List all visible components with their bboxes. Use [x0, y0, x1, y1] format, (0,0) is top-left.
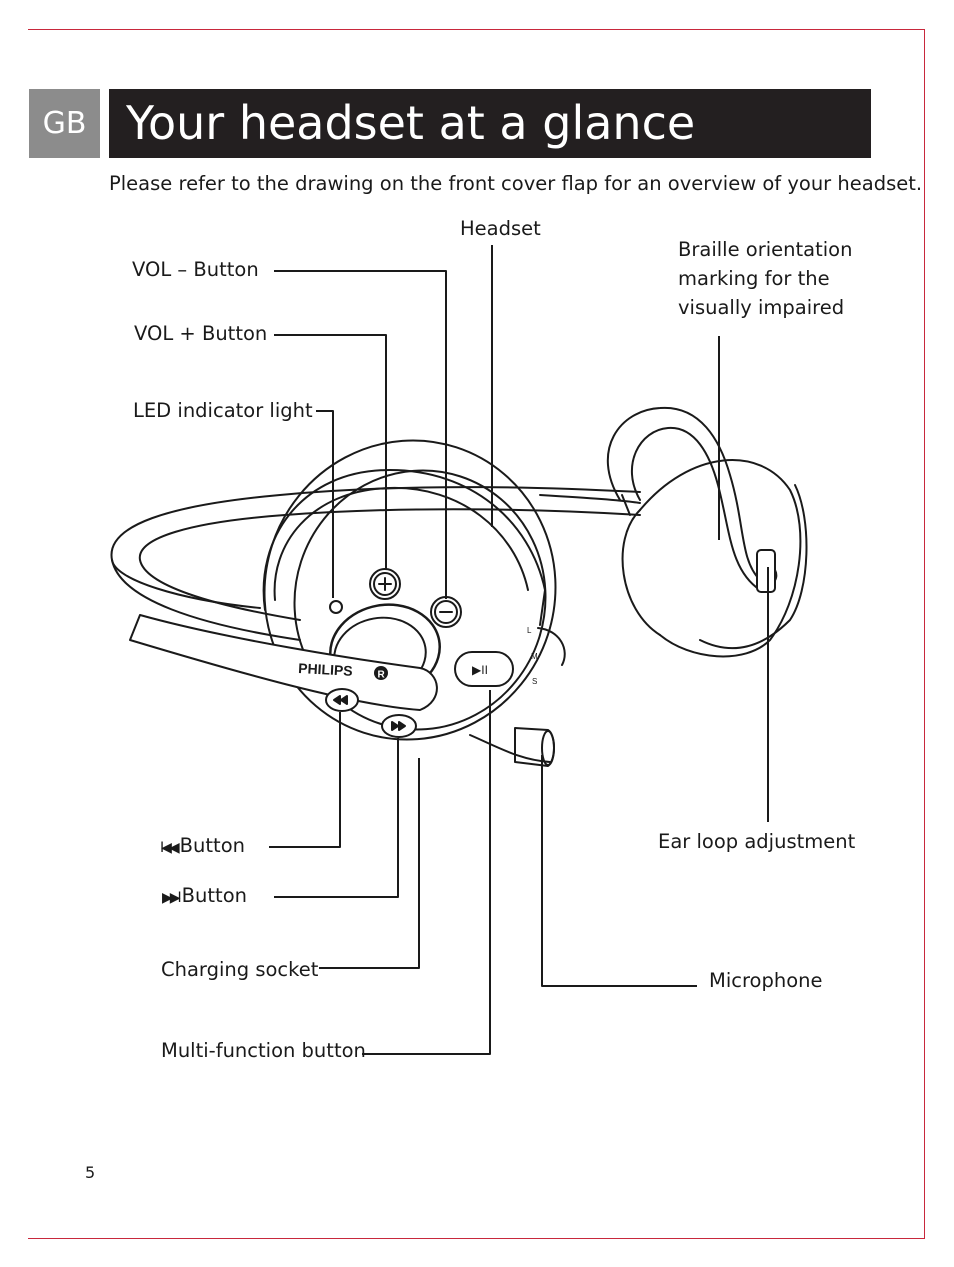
previous-icon: I◀◀	[160, 840, 180, 856]
right-earpiece	[606, 406, 808, 658]
label-multi-function: Multi-function button	[161, 1039, 366, 1062]
label-vol-minus: VOL – Button	[132, 258, 259, 281]
page-border-bottom	[28, 1238, 924, 1239]
label-vol-plus: VOL + Button	[134, 322, 268, 345]
label-braille-line: Braille orientation	[678, 238, 853, 261]
size-mark-l: L	[527, 626, 532, 635]
size-mark-m: M	[531, 652, 538, 661]
intro-text: Please refer to the drawing on the front…	[109, 172, 923, 195]
headband	[110, 486, 641, 641]
play-pause-mark: ▶II	[472, 663, 488, 677]
label-braille-line: marking for the	[678, 267, 830, 290]
page-border-top	[28, 29, 924, 30]
next-icon: ▶▶I	[162, 890, 182, 906]
brand-mark: PHILIPS	[298, 660, 353, 679]
label-braille: Braille orientation marking for the visu…	[678, 235, 852, 322]
registered-mark: R	[378, 670, 386, 681]
label-prev-text: Button	[179, 834, 245, 857]
label-prev-button: I◀◀Button	[160, 834, 245, 860]
page-border-right	[924, 29, 925, 1239]
label-charging-socket: Charging socket	[161, 958, 319, 981]
label-next-text: Button	[181, 884, 247, 907]
page-title: Your headset at a glance	[109, 89, 871, 158]
device-markings: PHILIPS R ▶II L M S	[298, 626, 538, 686]
page-number: 5	[85, 1163, 96, 1182]
label-microphone: Microphone	[709, 969, 823, 992]
size-mark-s: S	[532, 677, 537, 686]
label-ear-loop: Ear loop adjustment	[658, 830, 856, 853]
label-led: LED indicator light	[133, 399, 313, 422]
label-headset: Headset	[460, 217, 541, 240]
left-earpiece	[129, 439, 566, 767]
callout-lines	[269, 245, 769, 1055]
language-tab: GB	[29, 89, 100, 158]
label-braille-line: visually impaired	[678, 296, 845, 319]
